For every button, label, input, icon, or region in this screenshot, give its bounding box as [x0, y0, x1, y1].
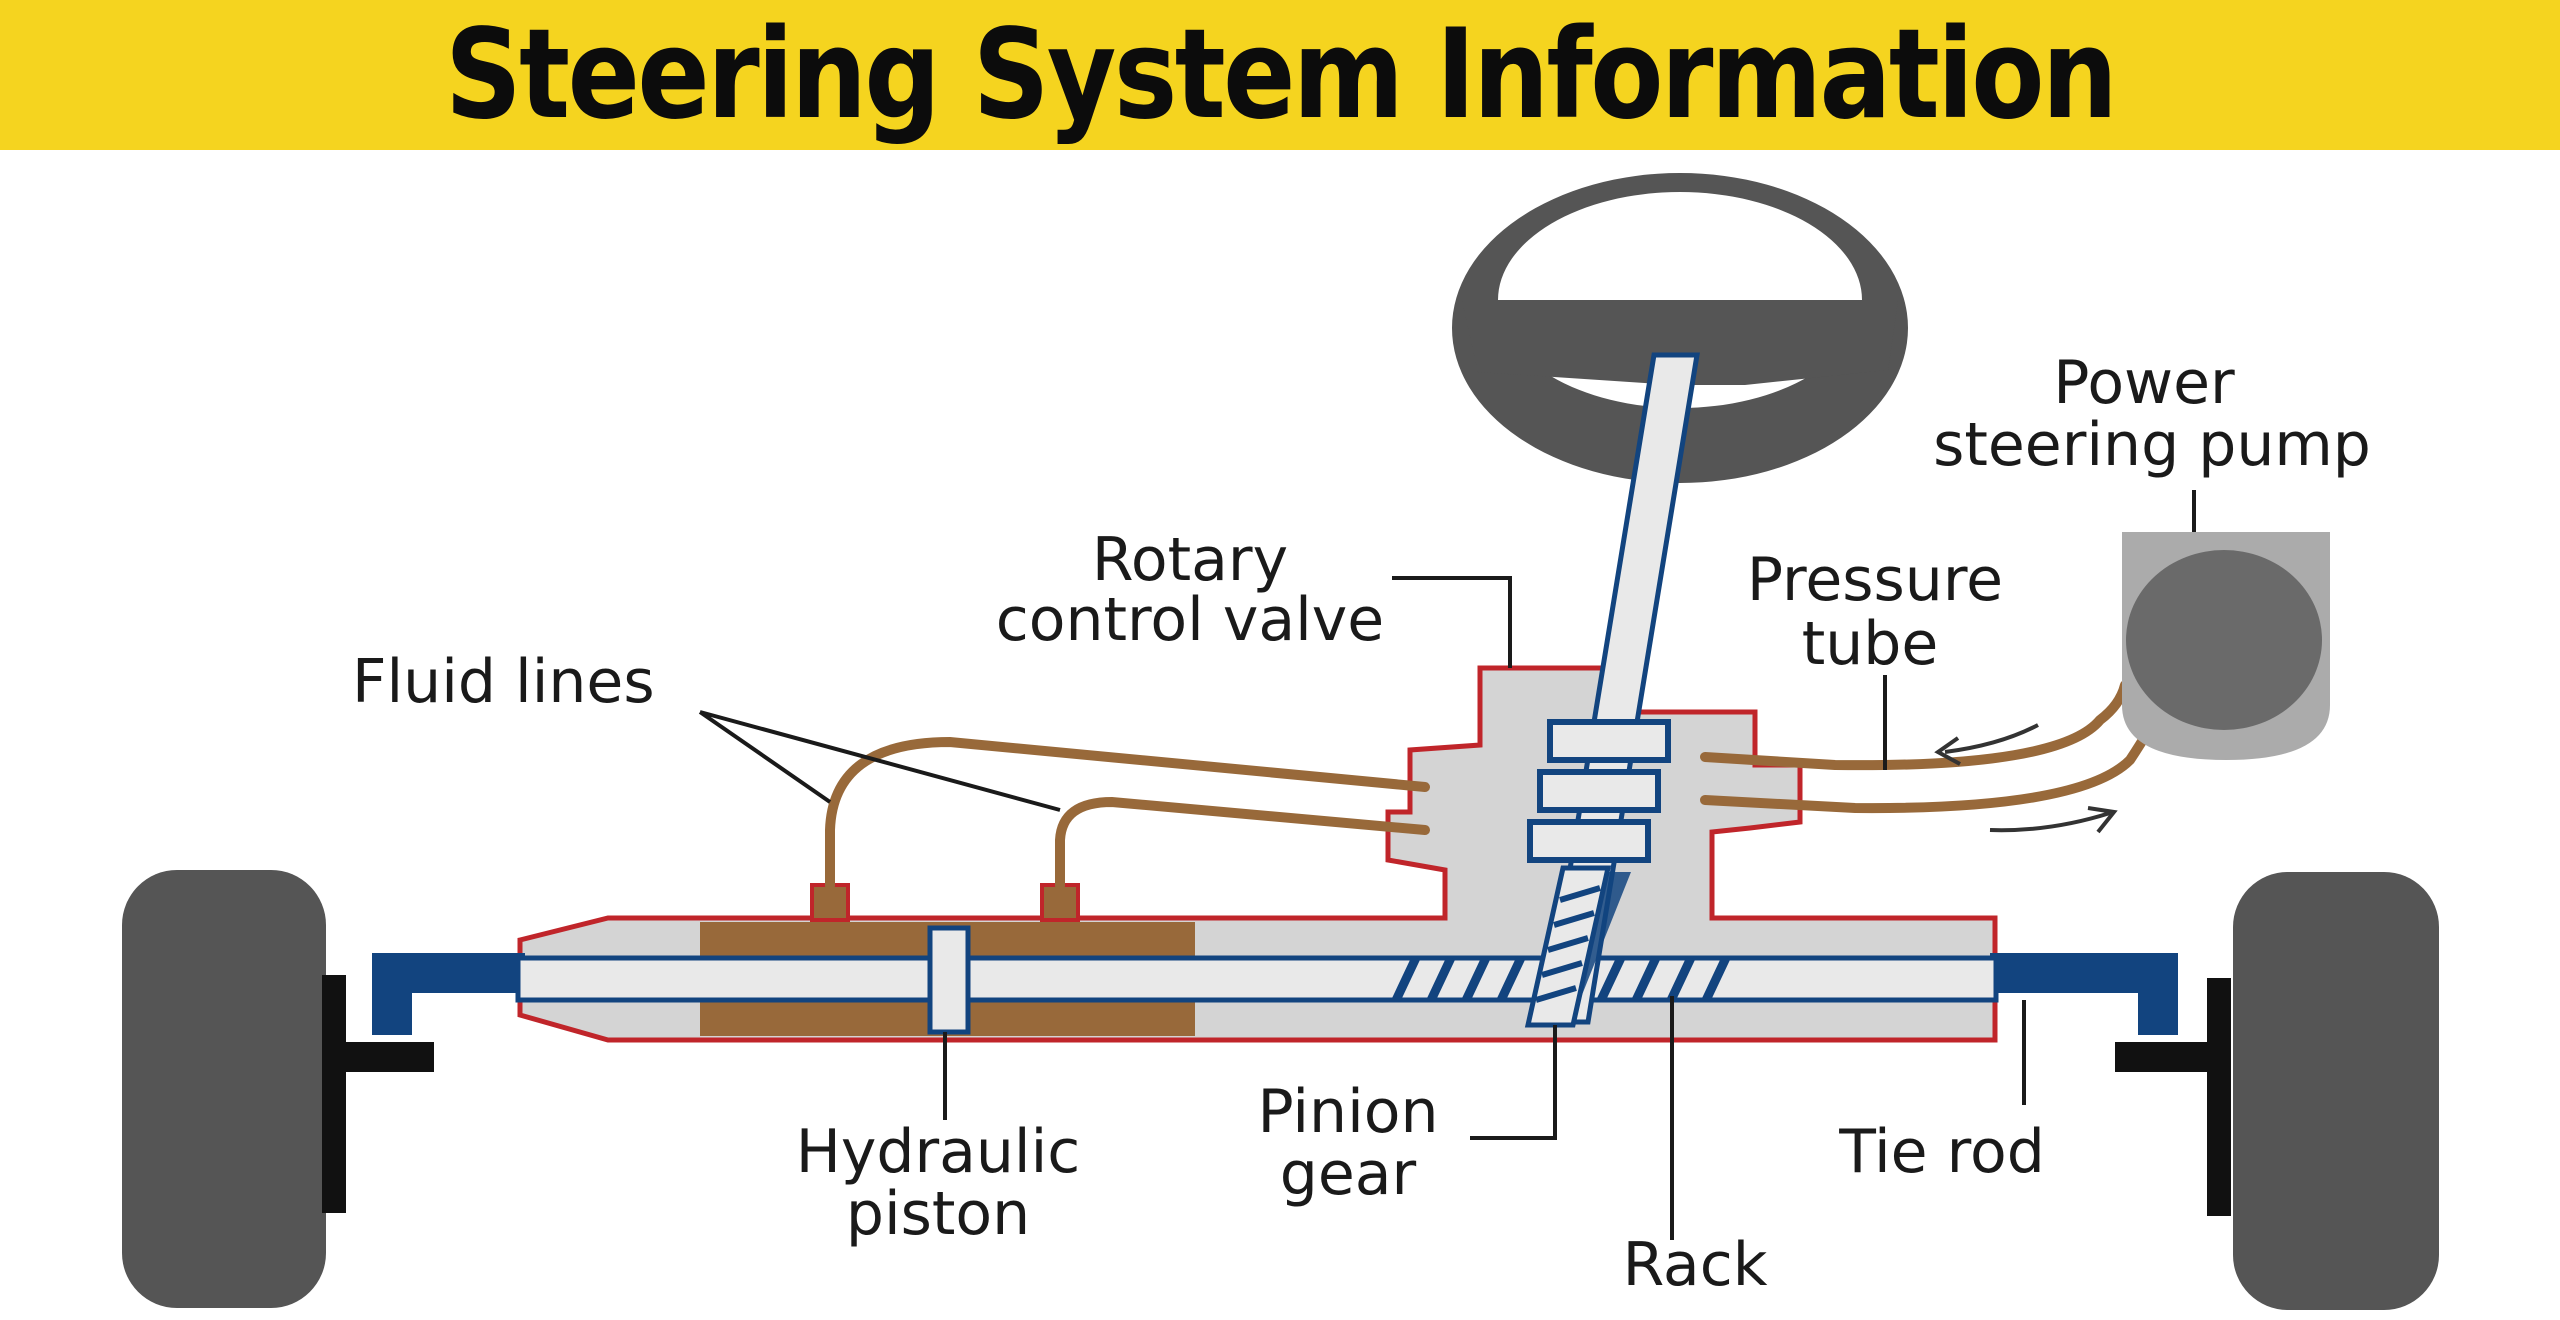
label-hydraulic-piston-1: Hydraulic [796, 1117, 1081, 1187]
label-pinion-gear-1: Pinion [1258, 1077, 1439, 1147]
hydraulic-piston [927, 925, 971, 1035]
label-power-steering-pump-2: steering pump [1933, 410, 2371, 480]
wheel-left [122, 870, 434, 1308]
fluid-line-ports [810, 883, 1080, 922]
label-rotary-control-valve-2: control valve [996, 585, 1384, 655]
tie-rod-left [372, 953, 525, 1035]
rack-bar [515, 955, 1999, 1003]
leader-pinion-gear [1470, 1025, 1557, 1140]
pressure-tubes [1700, 680, 2155, 814]
title-banner: Steering System Information [0, 0, 2560, 150]
leader-rotary-valve [1392, 576, 1512, 668]
label-rotary-control-valve-1: Rotary [1092, 525, 1288, 595]
steering-wheel [1452, 173, 1908, 483]
rotary-valve-spools [1527, 719, 1671, 863]
label-tie-rod: Tie rod [1838, 1117, 2045, 1187]
label-pressure-tube-1: Pressure [1747, 545, 2003, 615]
tie-rod-right [1990, 953, 2178, 1035]
pinion-gear [1524, 865, 1612, 1028]
wheel-right [2115, 872, 2439, 1310]
label-pressure-tube-2: tube [1802, 609, 1939, 679]
label-pinion-gear-2: gear [1280, 1139, 1417, 1209]
power-steering-pump [2122, 532, 2330, 760]
rack-teeth [1392, 956, 1730, 1002]
page-title: Steering System Information [444, 3, 2118, 147]
fluid-lines [825, 736, 1430, 891]
flow-arrows [1934, 723, 2118, 834]
steering-diagram: Power steering pump Rotary control valve… [122, 173, 2439, 1310]
label-rack: Rack [1623, 1230, 1768, 1300]
label-hydraulic-piston-2: piston [846, 1179, 1030, 1249]
leader-lines [698, 490, 2196, 1240]
leader-fluid-lines [698, 710, 1061, 812]
label-power-steering-pump-1: Power [2053, 348, 2235, 418]
label-fluid-lines: Fluid lines [352, 647, 655, 717]
